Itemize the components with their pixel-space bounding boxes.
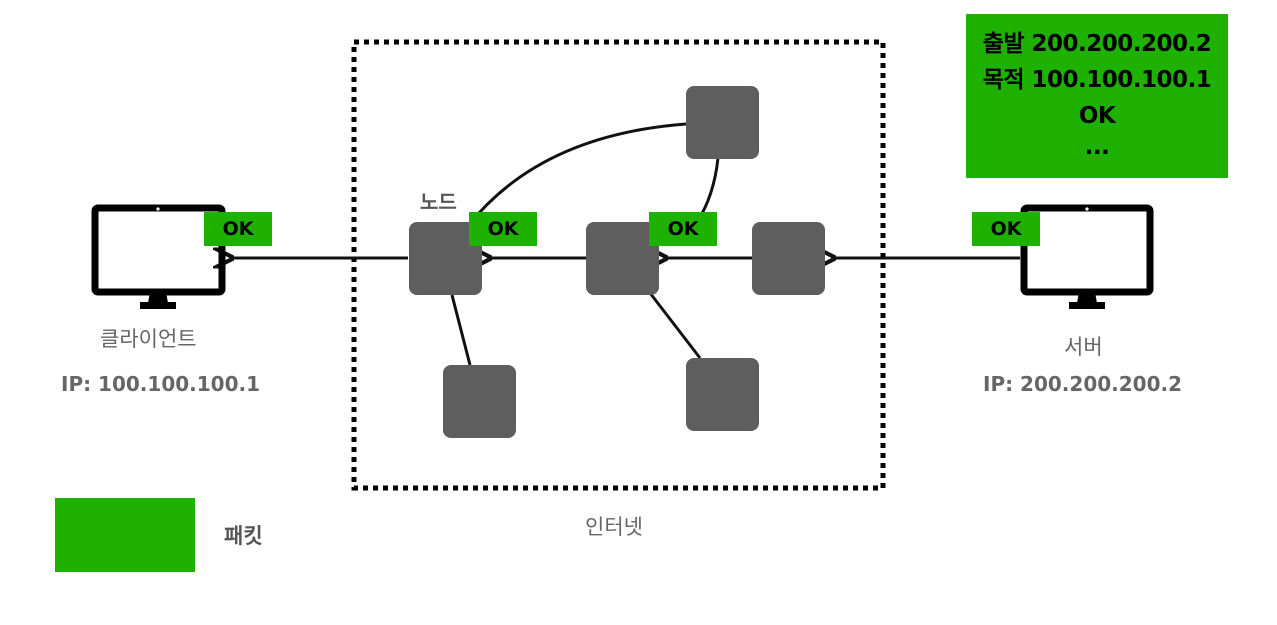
server-ip: IP: 200.200.200.2	[983, 372, 1183, 396]
packet-client: OK	[204, 212, 272, 246]
node-center	[586, 222, 659, 295]
node-left	[409, 222, 482, 295]
node-bottom-left	[443, 365, 516, 438]
packet-destination: 목적 100.100.100.1	[982, 67, 1212, 93]
node-right	[752, 222, 825, 295]
link-node-left-to-node-bottom-left	[450, 294, 472, 366]
client-monitor-icon	[91, 204, 226, 309]
legend-packet-swatch	[55, 498, 195, 572]
internet-label: 인터넷	[585, 515, 643, 539]
link-node-center-to-node-bottom-right	[648, 292, 702, 359]
packet-payload: OK	[1078, 103, 1116, 129]
packet-node-left: OK	[469, 212, 537, 246]
packet-ellipsis: ...	[1084, 134, 1110, 160]
node-bottom-right	[686, 358, 759, 431]
packet-source: 출발 200.200.200.2	[982, 31, 1212, 57]
node-top	[686, 86, 759, 159]
legend-packet-label: 패킷	[224, 524, 263, 548]
server-label: 서버	[1064, 335, 1103, 359]
internet-boundary	[351, 39, 886, 491]
link-node-left-to-node-top	[466, 122, 687, 227]
server-monitor-icon	[1020, 204, 1154, 309]
client-label: 클라이언트	[100, 327, 197, 351]
packet-detail-box: 출발 200.200.200.2 목적 100.100.100.1 OK ...	[966, 14, 1228, 178]
node-label: 노드	[420, 190, 457, 214]
packet-server: OK	[972, 212, 1040, 246]
packet-node-center: OK	[649, 212, 717, 246]
client-ip: IP: 100.100.100.1	[61, 372, 261, 396]
